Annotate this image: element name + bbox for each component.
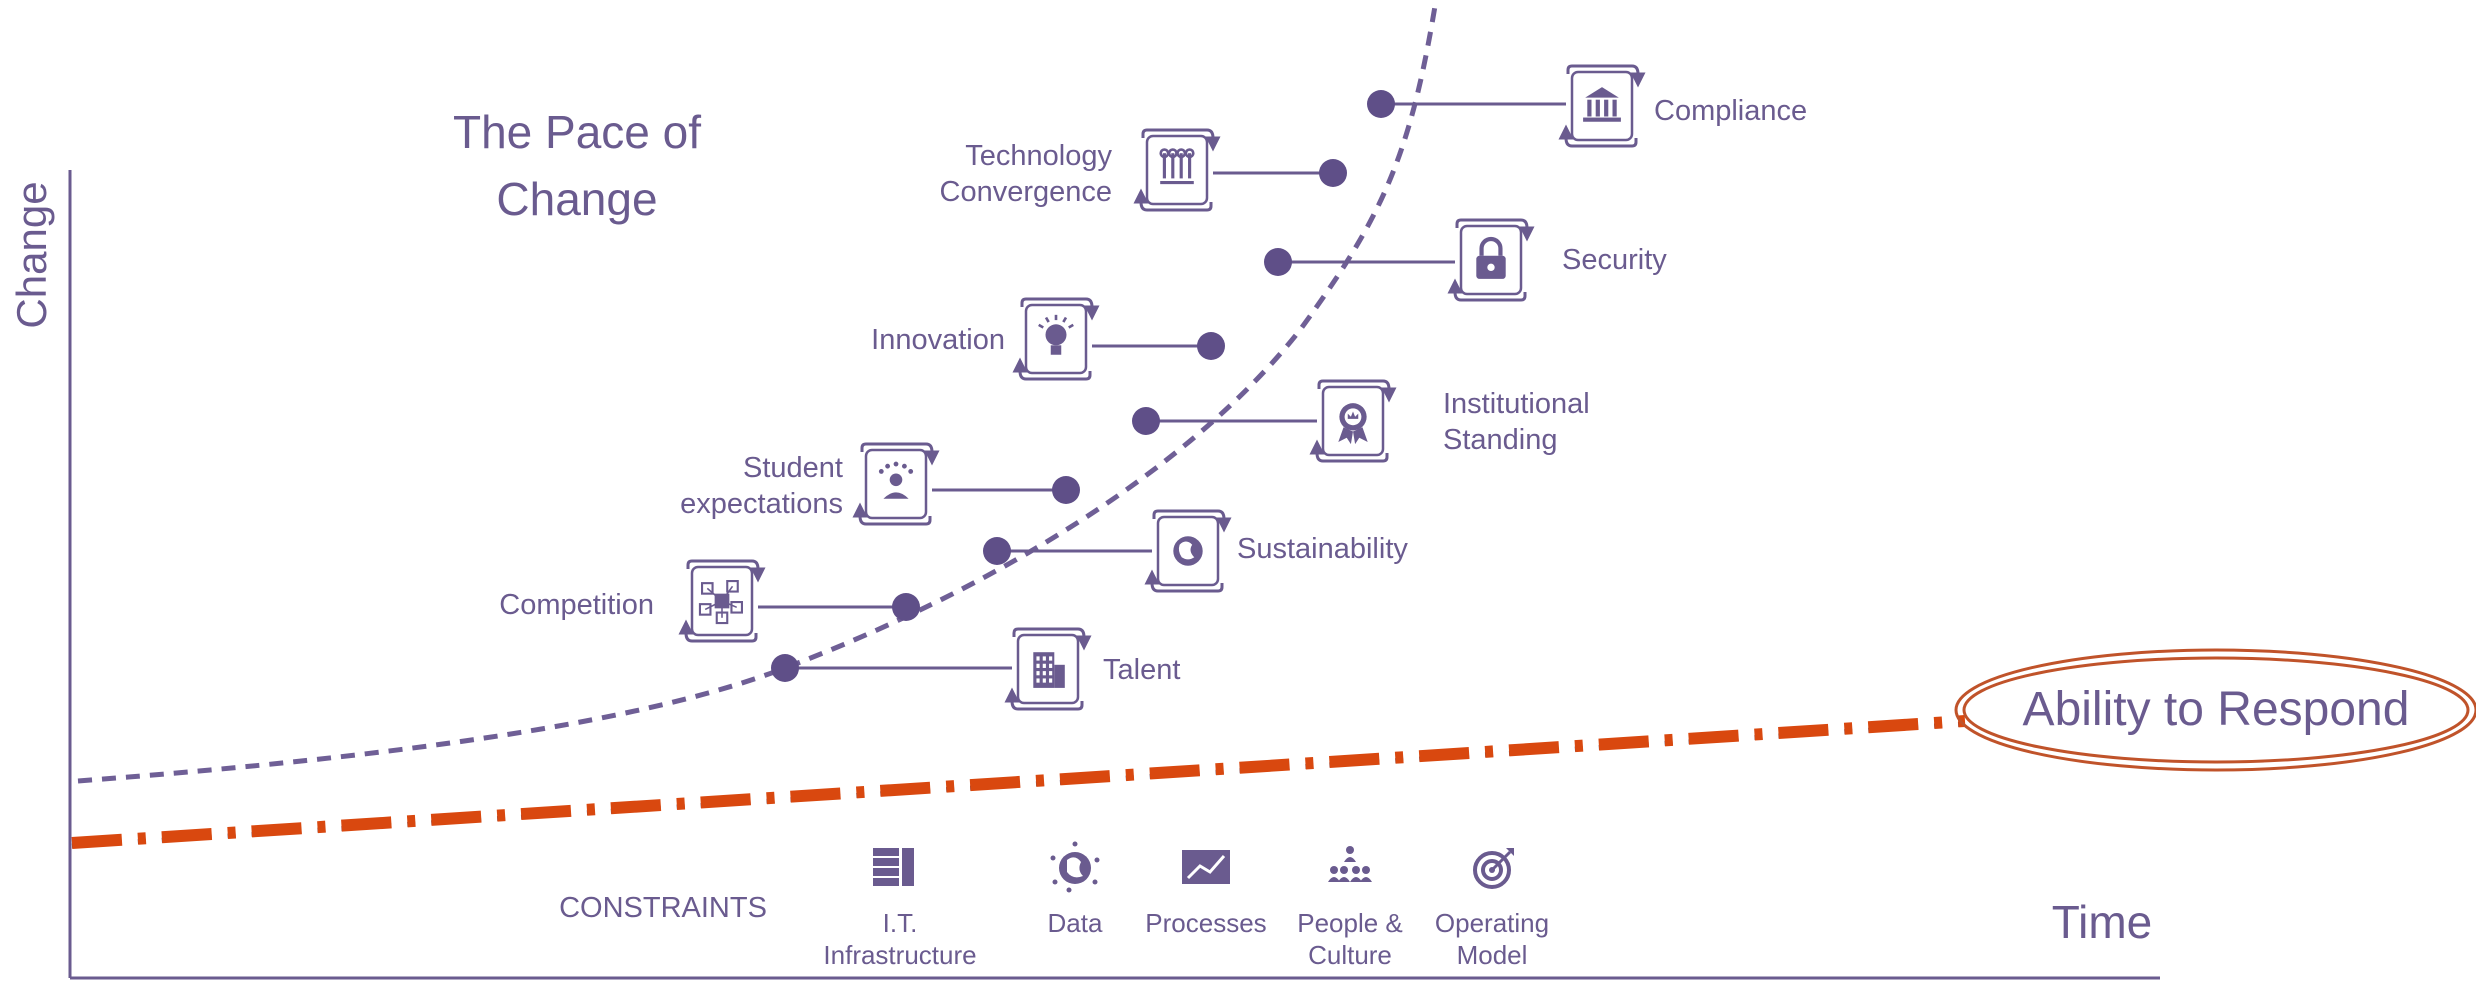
title-line-2: Change <box>496 173 657 225</box>
x-axis-label: Time <box>2052 896 2153 948</box>
pace-item-compliance: Compliance <box>1367 64 1807 148</box>
constraint-label-operating: Model <box>1457 940 1528 970</box>
chart-icon <box>1182 850 1230 884</box>
ability-oval-inner <box>1962 656 2470 764</box>
constraint-label-it: I.T. <box>883 908 918 938</box>
curve-dot-sustainability <box>983 537 1011 565</box>
constraint-people: People &Culture <box>1297 846 1403 970</box>
people-icon <box>1328 846 1372 882</box>
bank-icon <box>1558 64 1646 148</box>
curve-dot-security <box>1264 248 1292 276</box>
building-icon <box>1004 627 1092 711</box>
target-icon <box>1473 848 1514 889</box>
pace-item-competition: Competition <box>499 559 920 643</box>
constraint-label-people: Culture <box>1308 940 1392 970</box>
pace-label-sustainability: Sustainability <box>1237 533 1408 565</box>
pace-item-talent: Talent <box>771 627 1180 711</box>
circuit-icon <box>1133 128 1221 212</box>
server-icon <box>873 848 914 886</box>
curve-dot-student-expectations <box>1052 476 1080 504</box>
award-icon <box>1309 379 1397 463</box>
pace-item-student-expectations: Student expectations <box>680 442 1080 526</box>
curve-dot-compliance <box>1367 90 1395 118</box>
pace-item-security: Security <box>1264 218 1667 302</box>
constraint-label-people: People & <box>1297 908 1403 938</box>
constraint-data: Data <box>1048 841 1103 938</box>
student-icon <box>852 442 940 526</box>
constraint-it: I.T.Infrastructure <box>823 848 977 970</box>
curve-dot-talent <box>771 654 799 682</box>
pace-label-talent: Talent <box>1103 654 1180 686</box>
pace-label-institutional-standing: Standing <box>1443 424 1558 456</box>
curve-dot-competition <box>892 593 920 621</box>
curve-dot-technology-convergence <box>1319 159 1347 187</box>
curve-dot-innovation <box>1197 332 1225 360</box>
ability-oval-outer <box>1954 648 2476 772</box>
pace-item-innovation: Innovation <box>871 297 1225 381</box>
pace-items-layer: ComplianceTechnologyConvergenceSecurityI… <box>499 64 1807 711</box>
data-globe-icon <box>1050 841 1100 893</box>
constraint-label-operating: Operating <box>1435 908 1549 938</box>
constraints-heading: CONSTRAINTS <box>559 892 767 924</box>
lock-icon <box>1447 218 1535 302</box>
pace-label-technology-convergence: Technology <box>965 140 1112 172</box>
constraint-label-data: Data <box>1048 908 1103 938</box>
pace-item-sustainability: Sustainability <box>983 509 1408 593</box>
pace-label-student-expectations: expectations <box>680 488 843 520</box>
pace-label-security: Security <box>1562 244 1667 276</box>
pace-of-change-curve <box>77 0 1439 784</box>
curve-dot-institutional-standing <box>1132 407 1160 435</box>
pace-label-innovation: Innovation <box>871 324 1005 356</box>
pace-label-competition: Competition <box>499 589 654 621</box>
ability-to-respond-line <box>71 715 1966 849</box>
network-icon <box>678 559 766 643</box>
constraint-label-it: Infrastructure <box>823 940 976 970</box>
globe-icon <box>1144 509 1232 593</box>
constraint-label-processes: Processes <box>1145 908 1266 938</box>
pace-label-compliance: Compliance <box>1654 95 1807 127</box>
lightbulb-icon <box>1012 297 1100 381</box>
pace-label-student-expectations: Student <box>743 452 843 484</box>
constraint-processes: Processes <box>1145 850 1267 938</box>
pace-label-technology-convergence: Convergence <box>940 176 1113 208</box>
ability-label: Ability to Respond <box>2023 683 2410 736</box>
title-line-1: The Pace of <box>453 106 701 158</box>
constraints-layer: I.T.Infrastructure Data Processes People &C… <box>823 841 1549 970</box>
y-axis-label: Change <box>8 181 55 328</box>
pace-label-institutional-standing: Institutional <box>1443 388 1590 420</box>
